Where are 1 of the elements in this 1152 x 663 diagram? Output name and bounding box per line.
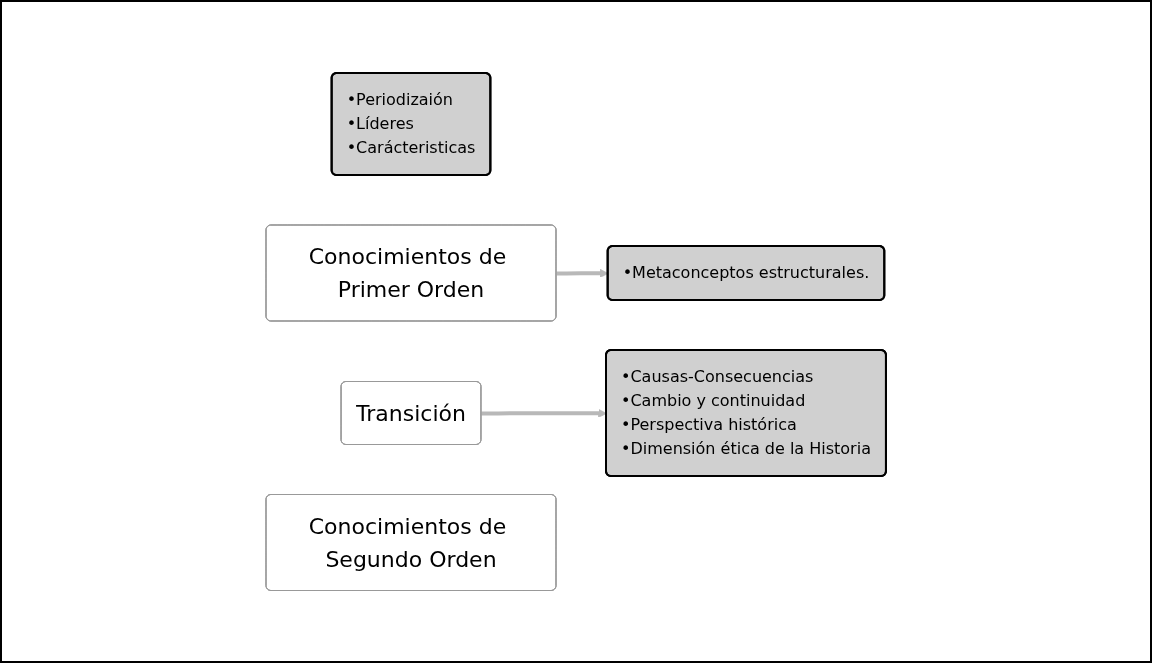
arrow [481,408,607,418]
